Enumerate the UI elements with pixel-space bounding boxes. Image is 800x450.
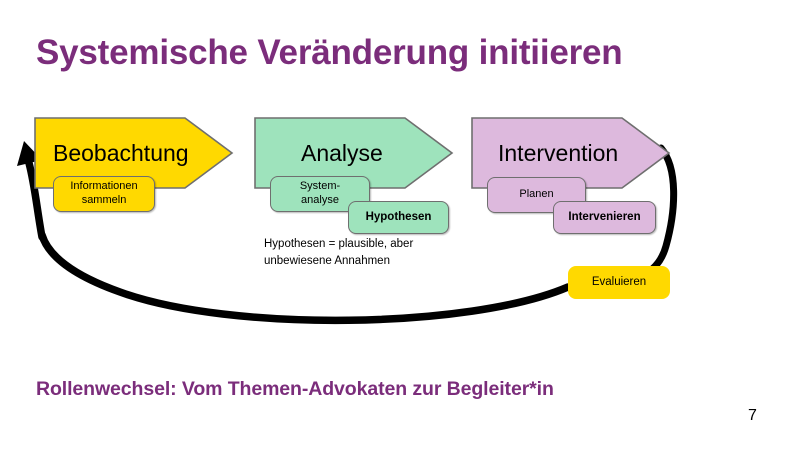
substep-informationen-sammeln-line2: sammeln — [81, 194, 127, 206]
substep-evaluieren-label: Evaluieren — [591, 276, 647, 289]
substep-planen-label: Planen — [519, 188, 554, 201]
substep-hypothesen[interactable]: Hypothesen — [348, 201, 449, 234]
substep-planen[interactable]: Planen — [487, 177, 586, 213]
page-title: Systemische Veränderung initiieren — [36, 33, 623, 72]
stage-beobachtung-label: Beobachtung — [53, 139, 189, 166]
substep-informationen-sammeln[interactable]: Informationen sammeln — [53, 176, 155, 212]
stage-analyse-label: Analyse — [301, 139, 383, 166]
substep-evaluieren[interactable]: Evaluieren — [568, 266, 670, 299]
substep-hypothesen-label: Hypothesen — [365, 211, 432, 224]
substep-system-analyse[interactable]: System- analyse — [270, 176, 370, 212]
substep-system-analyse-line2: analyse — [301, 194, 339, 206]
stage-analyse[interactable]: Analyse — [253, 116, 455, 190]
slide-caption: Rollenwechsel: Vom Themen-Advokaten zur … — [36, 378, 554, 400]
page-number: 7 — [748, 407, 757, 424]
substep-system-analyse-line1: System- — [299, 180, 341, 193]
hypothesis-definition-note: Hypothesen = plausible, aber unbewiesene… — [264, 236, 494, 269]
stage-beobachtung[interactable]: Beobachtung — [33, 116, 235, 190]
hypothesis-definition-line1: Hypothesen = plausible, aber — [264, 238, 414, 250]
substep-informationen-sammeln-line1: Informationen — [70, 180, 138, 193]
substep-intervenieren-label: Intervenieren — [568, 211, 641, 224]
stage-intervention[interactable]: Intervention — [470, 116, 672, 190]
hypothesis-definition-line2: unbewiesene Annahmen — [264, 254, 390, 267]
stage-intervention-label: Intervention — [498, 139, 619, 166]
substep-intervenieren[interactable]: Intervenieren — [553, 201, 656, 234]
